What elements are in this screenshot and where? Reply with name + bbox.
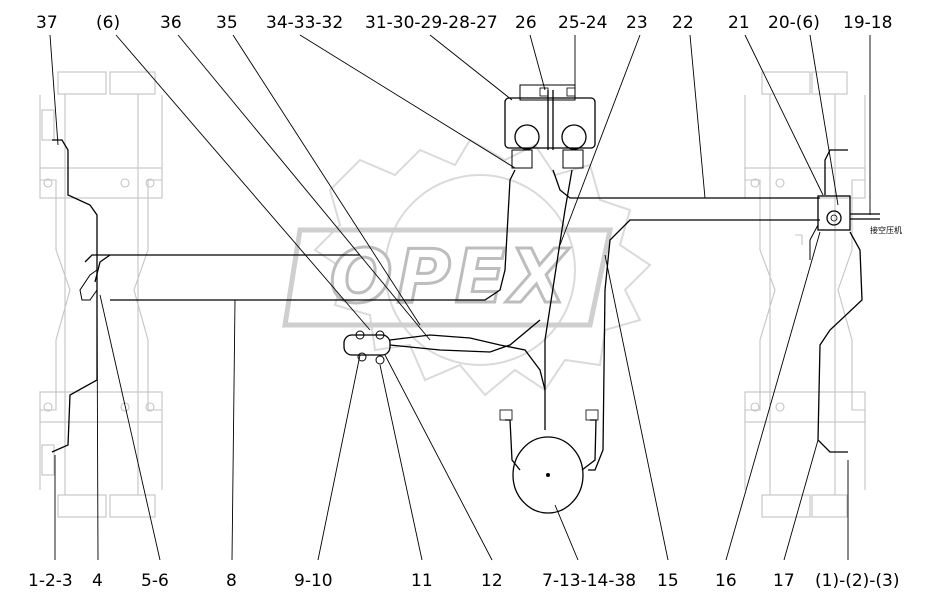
- relay-valve: [343, 330, 391, 365]
- callout-15: 15: [657, 571, 679, 591]
- air-tank: [499, 409, 599, 514]
- callout-9-10: 9-10: [294, 571, 333, 591]
- callout-34-33-32: 34-33-32: [266, 13, 343, 33]
- callout-31-30-29-28-27: 31-30-29-28-27: [365, 13, 498, 33]
- callout-7-13-14-38: 7-13-14-38: [542, 571, 636, 591]
- callout-1-2-3-parens: (1)-(2)-(3): [815, 571, 900, 591]
- callout-11: 11: [411, 571, 433, 591]
- callout-17: 17: [773, 571, 795, 591]
- brake-valve-assembly: [504, 84, 596, 169]
- leader-lines: [49, 34, 871, 561]
- bottom-callouts: 1-2-3 4 5-6 8 9-10 11 12 7-13-14-38 15 1…: [28, 571, 900, 591]
- callout-22: 22: [672, 13, 694, 33]
- callout-25-24: 25-24: [558, 13, 607, 33]
- callout-35: 35: [216, 13, 238, 33]
- callout-23: 23: [626, 13, 648, 33]
- distribution-block: 接空压机: [817, 195, 902, 235]
- callout-37: 37: [36, 13, 58, 33]
- callout-20-6: 20-(6): [768, 13, 820, 33]
- watermark-logo: OPEX: [282, 138, 652, 397]
- callout-12: 12: [481, 571, 503, 591]
- callout-1-2-3: 1-2-3: [28, 571, 73, 591]
- callout-8: 8: [226, 571, 237, 591]
- callout-16: 16: [715, 571, 737, 591]
- right-axle: [744, 71, 866, 518]
- callout-21: 21: [728, 13, 750, 33]
- watermark-text: OPEX: [330, 234, 571, 320]
- compressor-note: 接空压机: [870, 225, 902, 235]
- callout-5-6: 5-6: [141, 571, 169, 591]
- air-pipes: [51, 139, 863, 471]
- callout-6: (6): [96, 13, 120, 33]
- callout-4: 4: [92, 571, 103, 591]
- top-callouts: 37 (6) 36 35 34-33-32 31-30-29-28-27 26 …: [36, 13, 892, 33]
- callout-36: 36: [160, 13, 182, 33]
- callout-26: 26: [515, 13, 537, 33]
- callout-19-18: 19-18: [843, 13, 892, 33]
- left-axle: [39, 71, 163, 518]
